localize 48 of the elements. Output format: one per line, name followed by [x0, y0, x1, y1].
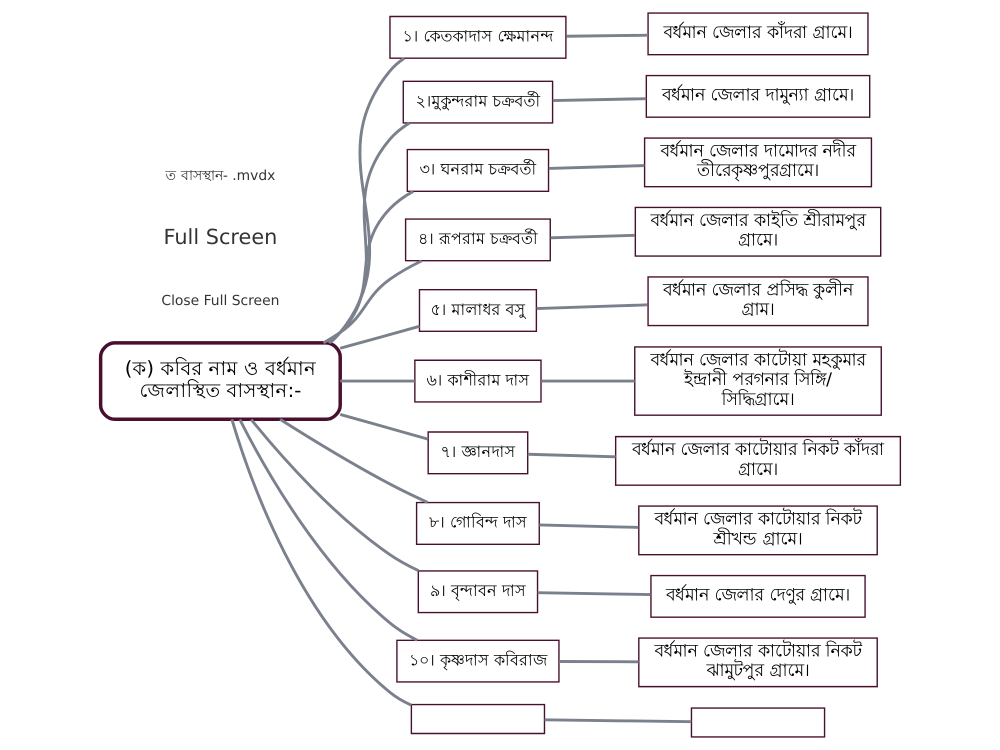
connector	[527, 452, 616, 458]
connector	[544, 718, 691, 724]
label: Close Full Screen	[160, 292, 279, 309]
label: Full Screen	[162, 224, 277, 249]
connector	[238, 418, 418, 642]
connector	[548, 164, 644, 170]
connector	[537, 591, 650, 596]
node-box: বর্ধমান জেলার প্রসিদ্ধ কুলীন গ্রাম।	[646, 276, 868, 326]
node-box: ৭। জ্ঞানদাস	[426, 431, 528, 474]
node-box: বর্ধমান জেলার কাটোয়ার নিকট ঝামুটপুর গ্রামে।	[638, 637, 878, 688]
connector	[550, 234, 634, 240]
node-box: ৯। বৃন্দাবন দাস	[417, 570, 538, 614]
connector	[328, 122, 410, 344]
node-box: বর্ধমান জেলার কাইতি শ্রীরামপুর গ্রামে।	[634, 206, 881, 257]
node-box: ৬। কাশীরাম দাস	[414, 360, 542, 403]
connector	[322, 260, 422, 344]
connector	[339, 413, 428, 440]
node-box: ৪। রূপরাম চক্রবর্তী	[404, 218, 550, 262]
connector	[540, 380, 634, 383]
node-box: বর্ধমান জেলার দামুন্যা গ্রামে।	[645, 74, 870, 118]
node-box: বর্ধমান জেলার দেণুর গ্রামে।	[650, 574, 866, 618]
connector	[329, 57, 404, 344]
connector	[250, 418, 419, 572]
node-box: বর্ধমান জেলার কাটোয়া মহকুমার ইন্দ্রানী পরগনার সিঙ্গি/ সিদ্ধিগ্রামে।	[634, 346, 882, 416]
connector	[230, 418, 412, 706]
node-box: ৮। গোবিন্দ দাস	[415, 502, 540, 545]
connector	[552, 97, 646, 102]
label: ত বাসস্থান- .mvdx	[164, 168, 275, 184]
connector	[340, 380, 414, 383]
node-box: বর্ধমান জেলার কাটোয়ার নিকট কাঁদরা গ্রামে।	[614, 436, 901, 486]
connector	[566, 34, 648, 38]
node-box	[410, 704, 545, 734]
connector	[339, 324, 420, 350]
connector	[538, 523, 638, 529]
node-box: ৩। ঘনরাম চক্রবর্তী	[406, 148, 549, 192]
node-box: ৫। মালাধর বসু	[418, 288, 537, 332]
node-box: বর্ধমান জেলার দামোদর নদীর তীরেকৃষ্ণপুরগ্রামে।	[643, 137, 872, 188]
connector	[278, 418, 428, 504]
node-box: ১০। কৃষ্ণদাস কবিরাজ	[396, 640, 560, 683]
connector	[327, 190, 414, 344]
node-box: বর্ধমান জেলার কাটোয়ার নিকট শ্রীখন্ড গ্রামে।	[638, 505, 878, 556]
connector	[558, 660, 638, 664]
node-box: বর্ধমান জেলার কাঁদরা গ্রামে।	[646, 12, 868, 56]
connector	[536, 303, 648, 310]
node-box: (ক) কবির নাম ও বর্ধমান জেলাস্থিত বাসস্থান:-	[98, 341, 342, 421]
node-box: ১। কেতকাদাস ক্ষেমানন্দ	[388, 16, 566, 59]
node-box: ২।মুকুন্দরাম চক্রবর্তী	[402, 80, 553, 124]
node-box	[690, 707, 825, 738]
